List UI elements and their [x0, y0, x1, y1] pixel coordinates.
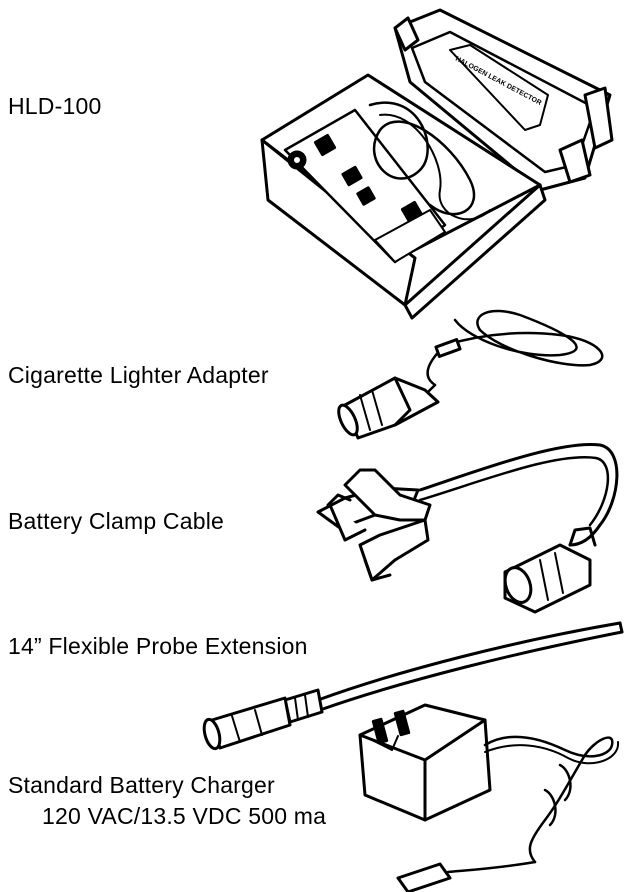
probe-extension-label: 14” Flexible Probe Extension	[8, 633, 308, 659]
cigarette-adapter-icon	[337, 309, 604, 440]
detector-case-icon: HALOGEN LEAK DETECTOR	[260, 8, 614, 320]
charger-label: Standard Battery Charger	[8, 772, 275, 798]
cigarette-adapter-label: Cigarette Lighter Adapter	[8, 362, 269, 388]
battery-clamp-label: Battery Clamp Cable	[8, 508, 224, 534]
battery-clamp-cable-icon	[316, 442, 619, 614]
charger-spec-label: 120 VAC/13.5 VDC 500 ma	[42, 803, 327, 829]
battery-charger-icon	[358, 703, 620, 892]
probe-extension-icon	[202, 621, 624, 751]
hld-100-label: HLD-100	[8, 93, 102, 119]
